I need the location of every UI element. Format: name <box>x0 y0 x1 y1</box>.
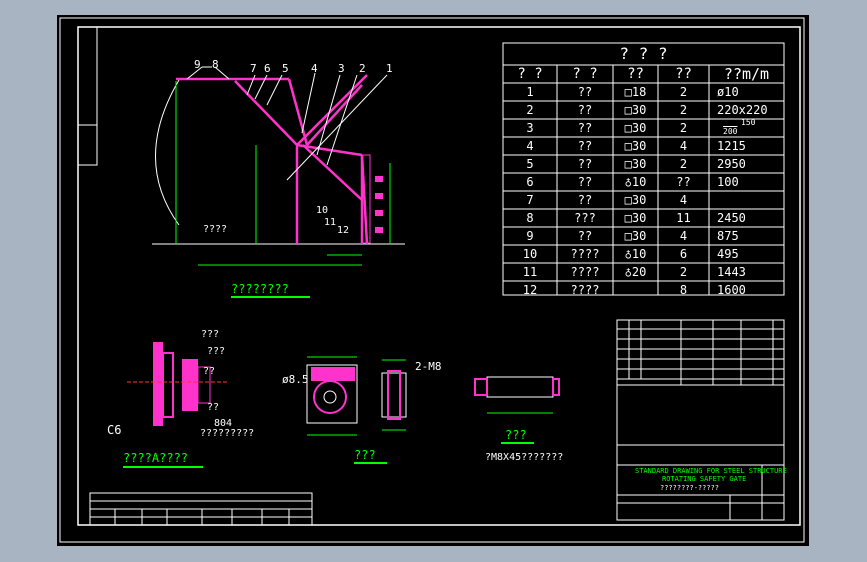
table-cell: □30 <box>624 139 647 153</box>
table-cell: ???? <box>570 283 600 297</box>
table-cell: 2450 <box>717 211 746 225</box>
detail-b-caption: ??? <box>354 448 376 462</box>
table-cell: 495 <box>717 247 739 261</box>
table-cell: ???? <box>570 247 600 261</box>
table-cell: 2 <box>526 103 534 117</box>
table-cell: 11 <box>676 211 691 225</box>
table-cell: □30 <box>624 229 647 243</box>
table-cell: ?? <box>577 157 593 171</box>
drawing-linework <box>59 17 805 543</box>
table-cell: ø10 <box>717 85 739 99</box>
table-cell: ??? <box>574 211 596 225</box>
table-cell: 1 <box>526 85 534 99</box>
table-cell: ?? <box>577 175 593 189</box>
table-header: ? ? <box>517 66 543 82</box>
title-en-1: STANDARD DRAWING FOR STEEL STRUCTURE <box>635 467 787 475</box>
detail-a-caption: ????A???? <box>123 451 189 465</box>
table-cell: 4 <box>526 139 534 153</box>
detail-a-label: ?? <box>203 366 216 377</box>
table-cell: 1443 <box>717 265 746 279</box>
table-cell: ?? <box>577 103 593 117</box>
table-cell: 8 <box>679 283 688 297</box>
table-cell: ?? <box>577 85 593 99</box>
table-cell: 7 <box>526 193 534 207</box>
detail-a-label: ????????? <box>200 428 255 439</box>
detail-a-label: 804 <box>214 418 233 429</box>
table-cell: ♁20 <box>624 265 647 279</box>
title-cn: ????????-????? <box>660 484 720 492</box>
table-header: ?? <box>627 66 644 82</box>
table-cell: 3 <box>526 121 534 135</box>
table-cell: □30 <box>624 193 647 207</box>
table-title: ? ? ? <box>619 44 668 63</box>
table-cell: 2 <box>679 121 688 135</box>
table-cell: □30 <box>624 157 647 171</box>
detail-a-label: ??? <box>201 329 220 340</box>
table-cell: ?? <box>577 229 593 243</box>
title-en-2: ROTATING SAFETY GATE <box>662 475 747 483</box>
table-cell: ♁10 <box>624 247 647 261</box>
table-cell: 2 <box>679 85 688 99</box>
table-cell: 2 <box>679 103 688 117</box>
detail-b-diameter: ø8.5 <box>282 373 309 386</box>
table-cell: ?? <box>577 121 593 135</box>
table-cell: 2 <box>679 265 688 279</box>
table-cell: 220x220 <box>717 103 768 117</box>
main-view-caption: ???????? <box>231 282 289 296</box>
table-cell: ?? <box>577 139 593 153</box>
fraction-numerator: 150 <box>741 118 756 127</box>
table-cell: 12 <box>522 283 538 297</box>
detail-a-side-label: C6 <box>107 423 122 437</box>
table-cell: ♁10 <box>624 175 647 189</box>
part-number-11: 11 <box>324 217 337 228</box>
table-cell: 4 <box>679 193 688 207</box>
table-cell: 6 <box>679 247 688 261</box>
table-cell: 2950 <box>717 157 746 171</box>
ground-label: ???? <box>203 224 228 235</box>
part-number-8: 8 <box>212 58 219 71</box>
table-cell: □18 <box>624 85 647 99</box>
detail-a-label: ??? <box>207 346 226 357</box>
part-number-6: 6 <box>264 62 271 75</box>
table-header: ??m/m <box>723 65 770 83</box>
table-cell: ?? <box>577 193 593 207</box>
part-number-5: 5 <box>282 62 289 75</box>
part-number-2: 2 <box>359 62 366 75</box>
table-cell: 10 <box>522 247 538 261</box>
table-cell: 875 <box>717 229 739 243</box>
part-number-9: 9 <box>194 58 201 71</box>
table-cell: □30 <box>624 121 647 135</box>
part-number-7: 7 <box>250 62 257 75</box>
drawing-sheet[interactable]: ? ? ? ? ? ? ? ?? ?? ??m/m 1?? □18 2 ø10 2?? □… <box>57 15 809 546</box>
table-cell: 2 <box>679 157 688 171</box>
part-number-12: 12 <box>337 225 350 236</box>
detail-c-note: ?M8X45??????? <box>485 452 564 463</box>
table-cell: 1215 <box>717 139 746 153</box>
table-cell: 9 <box>526 229 534 243</box>
detail-a-label: ?? <box>207 402 220 413</box>
part-number-4: 4 <box>311 62 318 75</box>
table-header: ? ? <box>572 66 598 82</box>
table-cell: 6 <box>526 175 534 189</box>
table-cell: 1600 <box>717 283 746 297</box>
detail-b-holes: 2-M8 <box>415 360 442 373</box>
table-cell: 4 <box>679 229 688 243</box>
table-cell: ???? <box>570 265 600 279</box>
table-cell: □30 <box>624 103 647 117</box>
detail-c-caption: ??? <box>505 428 527 442</box>
part-number-3: 3 <box>338 62 345 75</box>
table-cell: 5 <box>526 157 534 171</box>
table-cell: ?? <box>676 175 691 189</box>
table-cell: □30 <box>624 211 647 225</box>
table-header: ?? <box>675 66 692 82</box>
part-number-1: 1 <box>386 62 393 75</box>
part-number-10: 10 <box>316 205 329 216</box>
table-cell: 8 <box>526 211 534 225</box>
table-cell: 11 <box>522 265 538 279</box>
table-cell: 4 <box>679 139 688 153</box>
fraction-denominator: 200 <box>723 127 738 136</box>
table-cell: 100 <box>717 175 739 189</box>
